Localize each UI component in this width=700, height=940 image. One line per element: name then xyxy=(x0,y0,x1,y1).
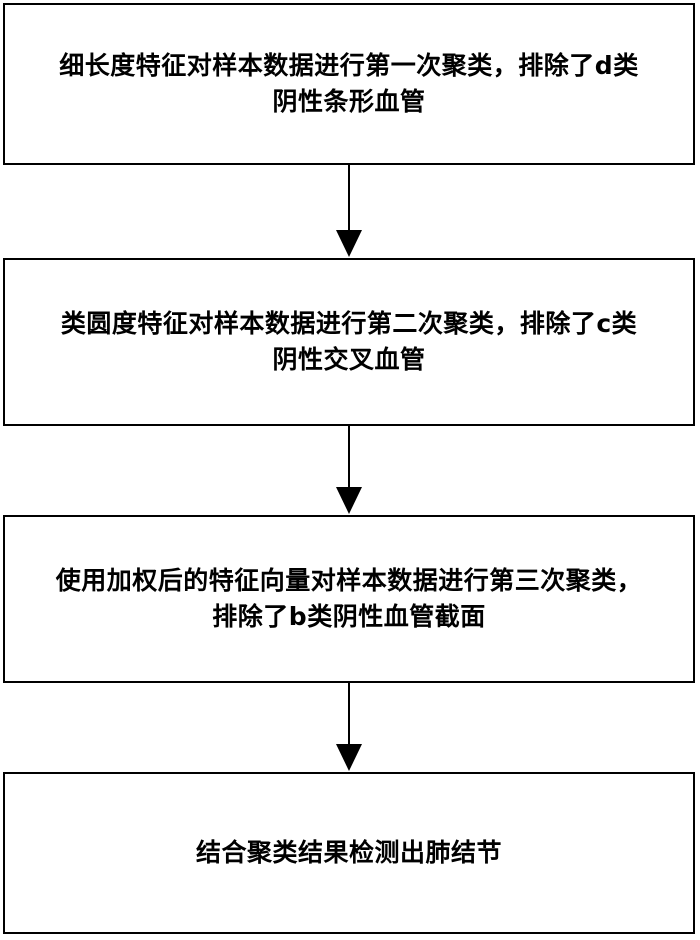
step-box-2: 类圆度特征对样本数据进行第二次聚类，排除了c类 阴性交叉血管 xyxy=(3,258,695,426)
step-3-text: 使用加权后的特征向量对样本数据进行第三次聚类， 排除了b类阴性血管截面 xyxy=(5,563,693,635)
arrow-2-to-3 xyxy=(336,426,362,514)
arrow-3-to-4 xyxy=(336,683,362,771)
step-4-line-1: 结合聚类结果检测出肺结节 xyxy=(195,838,502,867)
step-4-text: 结合聚类结果检测出肺结节 xyxy=(5,835,693,871)
step-1-line-2: 阴性条形血管 xyxy=(272,87,426,116)
arrow-2-head xyxy=(336,487,362,514)
step-3-line-1: 使用加权后的特征向量对样本数据进行第三次聚类， xyxy=(55,566,643,595)
step-3-line-2: 排除了b类阴性血管截面 xyxy=(212,602,486,631)
arrow-3-head xyxy=(336,744,362,771)
step-box-1: 细长度特征对样本数据进行第一次聚类，排除了d类 阴性条形血管 xyxy=(3,3,695,165)
step-2-line-1: 类圆度特征对样本数据进行第二次聚类，排除了c类 xyxy=(60,309,638,338)
arrow-1-to-2 xyxy=(336,165,362,257)
step-box-3: 使用加权后的特征向量对样本数据进行第三次聚类， 排除了b类阴性血管截面 xyxy=(3,515,695,683)
step-2-text: 类圆度特征对样本数据进行第二次聚类，排除了c类 阴性交叉血管 xyxy=(5,306,693,378)
step-2-line-2: 阴性交叉血管 xyxy=(272,345,426,374)
step-1-text: 细长度特征对样本数据进行第一次聚类，排除了d类 阴性条形血管 xyxy=(5,48,693,120)
step-box-4: 结合聚类结果检测出肺结节 xyxy=(3,772,695,934)
arrow-1-head xyxy=(336,230,362,257)
step-1-line-1: 细长度特征对样本数据进行第一次聚类，排除了d类 xyxy=(59,51,639,80)
